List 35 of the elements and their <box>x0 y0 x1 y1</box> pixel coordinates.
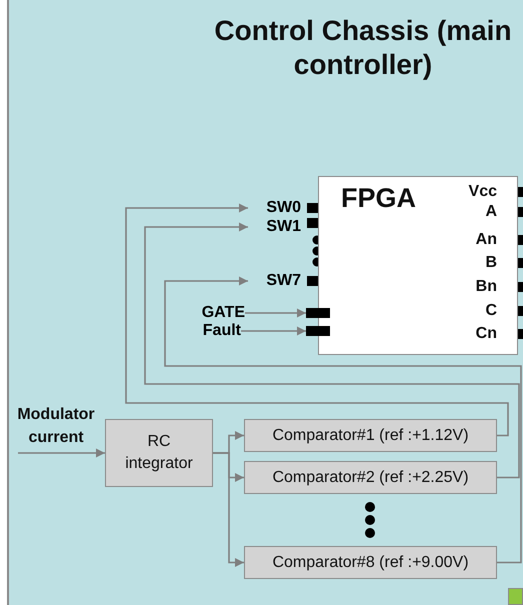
pin-label: C <box>485 302 497 320</box>
box-label: Comparator#1 (ref :+1.12V) <box>272 426 469 446</box>
pin-label: GATE <box>180 304 245 322</box>
arrow <box>18 448 105 458</box>
process-box <box>105 419 213 487</box>
pin-pad <box>306 326 330 336</box>
pin-label: SW0 <box>248 199 301 217</box>
panel-title: Control Chassis (main controller) <box>213 14 513 82</box>
arrow <box>213 452 244 567</box>
box-label: Comparator#8 (ref :+9.00V) <box>272 552 469 572</box>
arrow <box>144 222 520 478</box>
process-box <box>244 461 497 494</box>
chip-label: FPGA <box>341 183 416 213</box>
pin-label: Fault <box>180 322 241 340</box>
pin-label: An <box>476 231 497 249</box>
fpga-chip <box>318 176 518 355</box>
module-box <box>508 588 523 605</box>
pin-label: Cn <box>476 325 497 343</box>
arrow <box>164 276 522 564</box>
arrow <box>125 204 509 436</box>
pin-label: B <box>485 254 497 272</box>
pin-label: SW7 <box>248 272 301 290</box>
pin-label: A <box>485 203 497 221</box>
pin-label: Vcc <box>468 183 497 201</box>
pin-label: Bn <box>476 278 497 296</box>
box-label: Comparator#2 (ref :+2.25V) <box>272 468 469 488</box>
chassis-panel <box>7 0 523 605</box>
pin-pad <box>306 308 330 318</box>
box-label: RC integrator <box>124 432 194 474</box>
process-box <box>244 419 497 452</box>
pin-label: SW1 <box>248 218 301 236</box>
process-box <box>244 546 497 579</box>
arrow <box>241 326 306 336</box>
edge-label: Modulator current <box>16 405 96 448</box>
arrow <box>245 308 306 318</box>
